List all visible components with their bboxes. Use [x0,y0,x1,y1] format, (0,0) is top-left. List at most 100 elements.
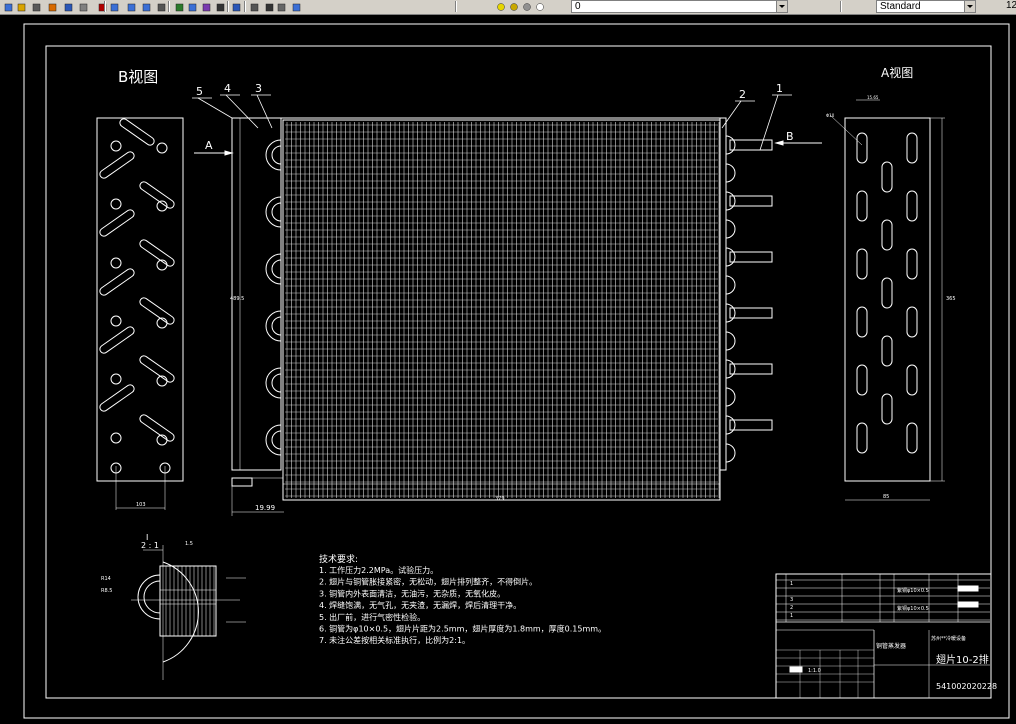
b-slot [99,384,135,412]
balloon-5: 5 [196,85,203,98]
toolbar-separator [840,1,842,12]
pan-icon[interactable] [96,1,111,14]
calculator-icon[interactable] [214,1,229,14]
right-plate [719,117,727,471]
b-slot [99,151,135,179]
a-view-label: A视图 [881,65,913,80]
b-hole [156,200,168,212]
b-hole [110,140,122,152]
b-hole [156,375,168,387]
tech-note-5: 5. 出厂前，进行气密性检验。 [319,612,425,622]
scale-text: 1:1.0 [808,668,821,674]
a-slot [856,422,868,454]
a-slot [906,190,918,222]
a-slot [881,161,893,193]
b-hole [110,198,122,210]
toolbar-separator [168,1,170,12]
help-icon[interactable] [230,1,245,14]
tech-note-1: 1. 工作压力2.2MPa。试验压力。 [319,565,438,575]
a-dim-phi: Φ10 [826,113,835,118]
designation: 铜管蒸发器 [876,642,906,650]
b-view-label: B视图 [118,68,158,86]
markup-icon[interactable] [200,1,215,14]
undo-icon[interactable] [62,1,77,14]
balloon-3: 3 [255,82,262,95]
zoom-window-icon[interactable] [125,1,140,14]
a-dim-top: 15.65 [867,95,879,100]
b-slot [99,209,135,237]
b-slot [99,268,135,296]
layer-on-icon [495,1,510,14]
match-properties-icon[interactable] [46,1,61,14]
layer-lock-icon [521,1,536,14]
svg-text:1: 1 [790,581,793,587]
dim-19-99: 19.99 [255,504,275,512]
text-style-combo[interactable]: Standard [876,0,976,13]
b-dim-text: 103 [136,502,146,508]
zoom-realtime-icon[interactable] [108,1,123,14]
tech-title: 技术要求: [319,553,358,565]
a-slot [906,422,918,454]
company: 苏州**冷暖设备 [931,635,966,642]
fin-grid [285,122,720,498]
a-slot [881,219,893,251]
b-hole [110,373,122,385]
tech-note-6: 6. 铜管为φ10×0.5，翅片片距为2.5mm，翅片厚度为1.8mm，厚度0.… [319,624,606,634]
new-icon[interactable] [2,1,17,14]
zoom-previous-icon[interactable] [140,1,155,14]
a-slot [856,306,868,338]
b-hole [156,317,168,329]
layer-previous-icon[interactable] [275,1,290,14]
b-slot [139,355,175,383]
layer-state-icon[interactable] [263,1,278,14]
a-slot [906,248,918,280]
detail-label: I [146,533,148,542]
svg-text:1: 1 [790,613,793,619]
b-hole [156,259,168,271]
design-center-icon[interactable] [173,1,188,14]
drawing-frame [23,23,1010,719]
tech-note-4: 4. 焊缝饱满，无气孔，无夹渣，无漏焊，焊后清理干净。 [319,600,521,610]
arrow-b: B [774,130,822,146]
chevron-down-icon[interactable] [776,1,787,12]
balloon-4: 4 [224,82,231,95]
text-style-icon[interactable] [290,1,305,14]
layer-combo-value: 0 [575,1,581,12]
toolbar-overflow-text: 12 [1006,0,1016,11]
part-code: 541002020228 [936,682,997,691]
a-slot [856,248,868,280]
svg-text:3: 3 [790,597,793,603]
detail-1-5: 1.5 [185,541,193,547]
detail-r14: R14 [101,576,111,582]
height-dim-text: 489.5 [230,296,244,302]
balloon-1: 1 [776,82,783,95]
toolbar-separator [227,1,229,12]
arrow-b-label: B [786,130,794,143]
properties-icon[interactable] [155,1,170,14]
b-slot [139,239,175,267]
pencil-icon[interactable] [30,1,45,14]
chevron-down-icon[interactable] [964,1,975,12]
a-dim-width: 85 [883,494,889,500]
redo-icon[interactable] [77,1,92,14]
b-hole [156,142,168,154]
b-slot [139,414,175,442]
a-slot [856,364,868,396]
b-hole [156,434,168,446]
tool-palettes-icon[interactable] [186,1,201,14]
b-slot [139,297,175,325]
detail-scale: 2 : 1 [141,541,159,550]
balloon-2: 2 [739,88,746,101]
toolbar-separator [244,1,246,12]
a-slot [881,335,893,367]
open-icon[interactable] [15,1,30,14]
b-slot [99,326,135,354]
layer-manager-icon[interactable] [248,1,263,14]
b-hole [110,315,122,327]
layer-combo[interactable]: 0 [571,0,788,13]
fin-block [282,119,721,501]
